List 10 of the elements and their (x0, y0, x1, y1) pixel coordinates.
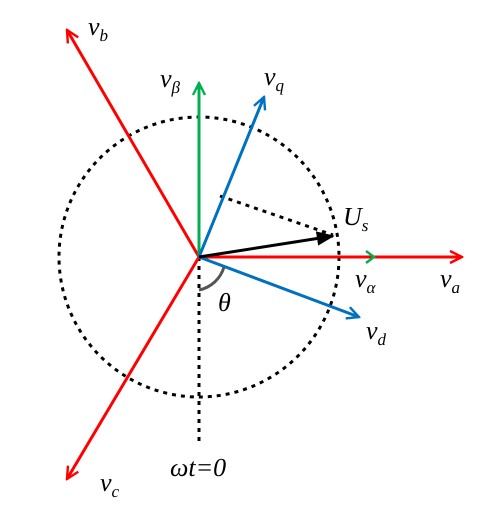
axis-label: v$_{β}$ (160, 66, 180, 96)
reference-label: ωt=0 (170, 455, 226, 481)
axis-label: v$_{d}$ (366, 318, 386, 348)
vector-label: U$_{s}$ (343, 204, 368, 234)
axis-label: v$_{α}$ (355, 266, 376, 296)
axis-label: v$_{c}$ (100, 470, 120, 500)
axis-label: v$_{a}$ (440, 266, 460, 296)
axis-label: v$_{b}$ (88, 14, 108, 44)
angle-label: θ (218, 290, 231, 316)
axis-label: v$_{q}$ (264, 64, 284, 94)
